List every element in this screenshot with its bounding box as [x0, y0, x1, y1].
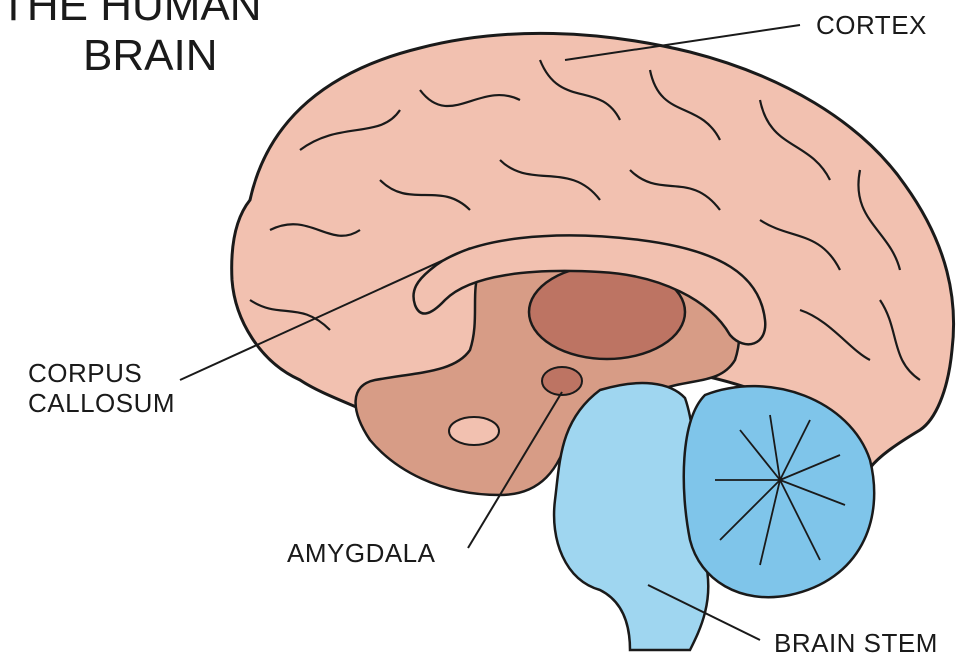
label-corpus-callosum: CORPUS CALLOSUM	[28, 358, 175, 418]
pituitary-shape	[449, 417, 499, 445]
label-brain-stem: BRAIN STEM	[774, 628, 938, 659]
title-line-2: BRAIN	[83, 34, 217, 78]
label-corpus-line2: CALLOSUM	[28, 388, 175, 418]
label-amygdala: AMYGDALA	[287, 538, 436, 569]
amygdala-shape	[542, 367, 582, 395]
label-corpus-line1: CORPUS	[28, 358, 175, 388]
label-cortex: CORTEX	[816, 10, 927, 41]
title-line-1: THE HUMAN	[0, 0, 262, 28]
